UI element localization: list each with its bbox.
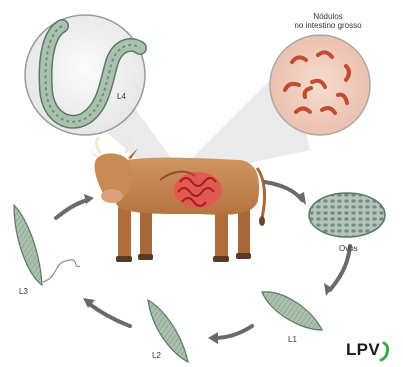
arrow-l1-to-l2 <box>214 326 252 338</box>
label-nodules-line2: no intestino grosso <box>282 21 374 30</box>
arrow-l3-to-cow <box>56 200 88 218</box>
lpv-logo: LPV <box>346 337 402 365</box>
arrow-cow-to-eggs <box>265 182 302 200</box>
label-l1: L1 <box>288 336 297 344</box>
label-nodules: Nódulos no intestino grosso <box>282 12 374 30</box>
label-l4: L4 <box>117 93 126 101</box>
label-l2: L2 <box>152 352 161 360</box>
logo-mark-icon <box>346 337 402 365</box>
label-nodules-line1: Nódulos <box>282 12 374 21</box>
l1-larva <box>262 292 322 330</box>
eggs-illustration <box>309 193 385 237</box>
l4-larva-magnified <box>25 15 145 135</box>
l3-larva <box>14 205 80 285</box>
nodules-magnified <box>270 35 370 135</box>
label-l3: L3 <box>19 288 28 296</box>
arrow-l2-to-l3 <box>88 303 130 326</box>
label-eggs: Ovos <box>339 245 358 253</box>
